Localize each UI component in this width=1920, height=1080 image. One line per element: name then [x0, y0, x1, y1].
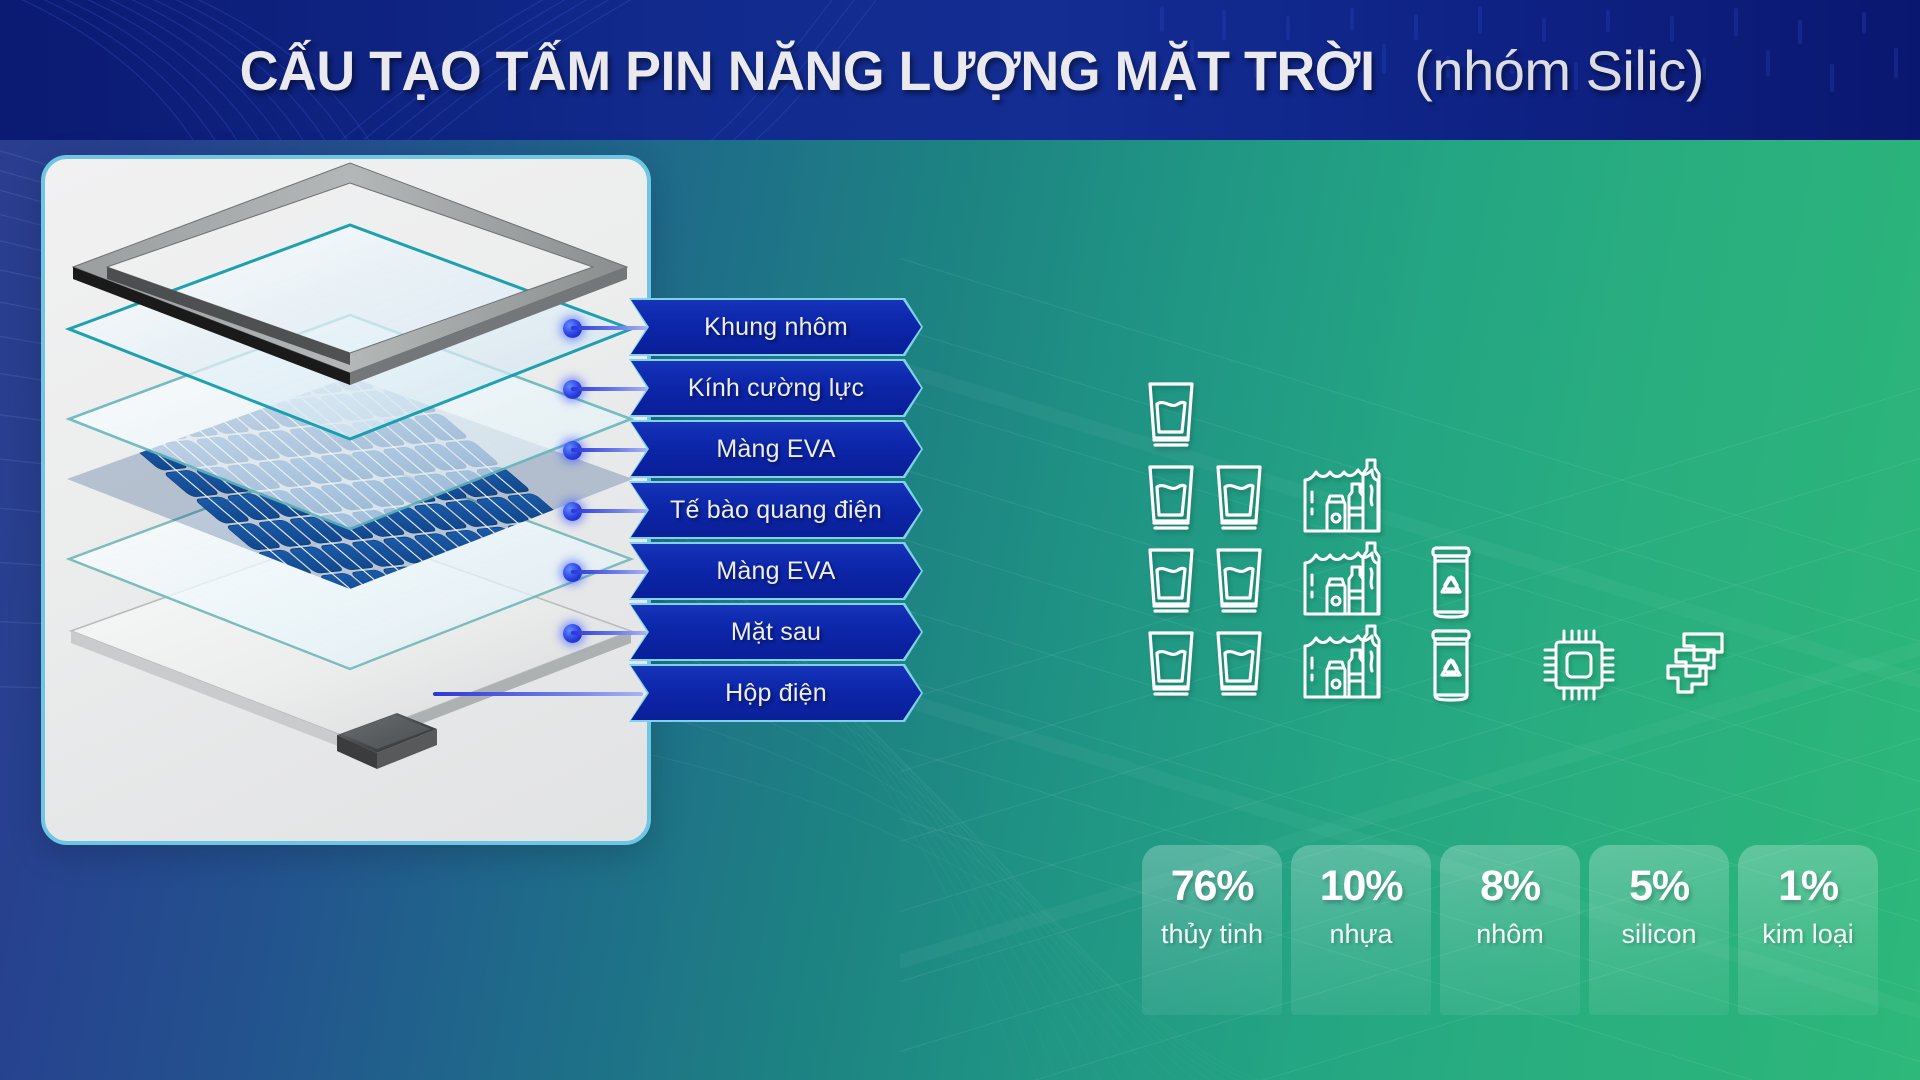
stat-material: thủy tinh [1160, 919, 1264, 949]
glass-of-water-icon [1140, 544, 1202, 618]
stat-percent: 5% [1629, 862, 1690, 910]
stat-material: kim loại [1762, 919, 1854, 949]
leader-line [571, 448, 647, 452]
layer-junction-box [337, 713, 437, 769]
microchip-icon [1540, 626, 1618, 704]
stat-percent: 1% [1778, 862, 1839, 910]
layer-label-list: Khung nhôm Kính cường lực Màng EVA Tế bà… [433, 298, 923, 740]
plastic-bottles-icon [1300, 618, 1386, 702]
glass-of-water-icon [1208, 461, 1270, 535]
label-row-back-sheet[interactable]: Mặt sau [563, 603, 923, 663]
stat-material: silicon [1621, 919, 1697, 949]
background-isometric-grid [900, 257, 1920, 1080]
stat-material: nhôm [1476, 919, 1544, 949]
label-row-aluminium-frame[interactable]: Khung nhôm [563, 298, 923, 358]
leader-line [571, 387, 647, 391]
page-title-sub: (nhóm Silic) [1414, 38, 1704, 102]
leader-line [571, 631, 647, 635]
label-photovoltaic-cells[interactable]: Tế bào quang điện [631, 483, 921, 537]
aluminium-can-icon [1423, 627, 1479, 703]
composition-stat-cards: 76% thủy tinh 10% nhựa 8% nhôm 5% silico… [1142, 845, 1880, 1015]
label-row-photovoltaic-cells[interactable]: Tế bào quang điện [563, 481, 923, 541]
glass-of-water-icon [1140, 461, 1202, 535]
glass-of-water-icon [1140, 378, 1202, 452]
label-row-eva-film-top[interactable]: Màng EVA [563, 420, 923, 480]
label-junction-box[interactable]: Hộp điện [631, 666, 921, 720]
label-row-eva-film-bottom[interactable]: Màng EVA [563, 542, 923, 602]
layer-aluminium-frame [71, 162, 629, 385]
label-aluminium-frame[interactable]: Khung nhôm [631, 300, 921, 354]
label-back-sheet[interactable]: Mặt sau [631, 605, 921, 659]
glass-of-water-icon [1140, 627, 1202, 701]
stat-card-metal: 1% kim loại [1738, 845, 1878, 1015]
label-tempered-glass[interactable]: Kính cường lực [631, 361, 921, 415]
leader-line [571, 570, 647, 574]
plastic-bottles-icon [1300, 535, 1386, 619]
metal-bars-icon [1656, 628, 1742, 704]
stat-card-silicon: 5% silicon [1589, 845, 1729, 1015]
stat-percent: 8% [1480, 862, 1541, 910]
leader-line [571, 509, 647, 513]
stat-percent: 10% [1319, 862, 1404, 910]
exploded-panel-illustration [64, 162, 636, 769]
page-title-main: CẤU TẠO TẤM PIN NĂNG LƯỢNG MẶT TRỜI [239, 38, 1375, 102]
material-icon-pyramid [1140, 378, 1880, 702]
leader-line [433, 692, 643, 696]
glass-of-water-icon [1208, 627, 1270, 701]
stat-card-glass: 76% thủy tinh [1142, 845, 1282, 1015]
stat-percent: 76% [1170, 862, 1255, 910]
glass-of-water-icon [1208, 544, 1270, 618]
label-eva-film-top[interactable]: Màng EVA [631, 422, 921, 476]
stat-card-plastic: 10% nhựa [1291, 845, 1431, 1015]
stat-material: nhựa [1329, 919, 1393, 949]
solar-panel-diagram-card [41, 155, 651, 845]
aluminium-can-icon [1423, 544, 1479, 620]
label-eva-film-bottom[interactable]: Màng EVA [631, 544, 921, 598]
plastic-bottles-icon [1300, 452, 1386, 536]
page-title: CẤU TẠO TẤM PIN NĂNG LƯỢNG MẶT TRỜI (nhóm… [0, 0, 1920, 140]
header-band: CẤU TẠO TẤM PIN NĂNG LƯỢNG MẶT TRỜI (nhóm… [0, 0, 1920, 140]
leader-line [571, 326, 647, 330]
label-row-tempered-glass[interactable]: Kính cường lực [563, 359, 923, 419]
label-row-junction-box[interactable]: Hộp điện [433, 664, 923, 724]
stat-card-aluminium: 8% nhôm [1440, 845, 1580, 1015]
header-decoration [21, 0, 1898, 140]
